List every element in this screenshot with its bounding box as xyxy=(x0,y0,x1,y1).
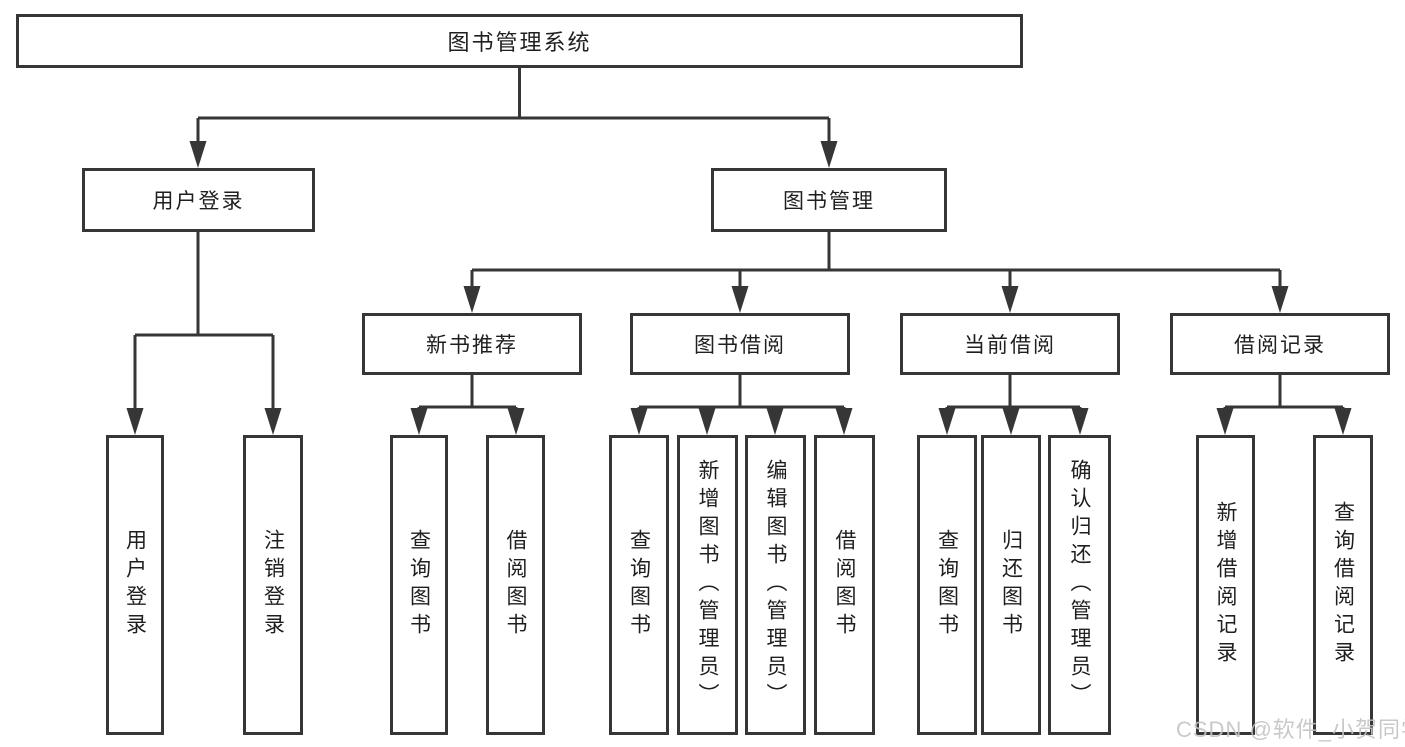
node-user-login: 用户登录 xyxy=(82,168,315,232)
leaf-current-search-label: 查询图书 xyxy=(935,529,959,641)
node-book-management-label: 图书管理 xyxy=(783,190,875,213)
leaf-borrow-add-book-label: 新增图书（管理员） xyxy=(696,459,719,711)
leaf-records-add-label: 新增借阅记录 xyxy=(1214,501,1237,669)
leaf-current-return-label: 归还图书 xyxy=(999,529,1023,641)
leaf-newbooks-search-label: 查询图书 xyxy=(407,529,431,641)
leaf-borrow-search-label: 查询图书 xyxy=(627,529,651,641)
leaf-borrow-add-book: 新增图书（管理员） xyxy=(677,435,738,735)
leaf-records-add: 新增借阅记录 xyxy=(1196,435,1255,735)
node-book-management: 图书管理 xyxy=(711,168,947,232)
leaf-current-confirm-return: 确认归还（管理员） xyxy=(1048,435,1111,735)
node-borrow-records-label: 借阅记录 xyxy=(1234,334,1326,357)
leaf-newbooks-search: 查询图书 xyxy=(390,435,448,735)
node-new-book-recommend-label: 新书推荐 xyxy=(426,334,518,357)
leaf-user-login-label: 用户登录 xyxy=(123,529,147,641)
node-user-login-label: 用户登录 xyxy=(152,190,245,213)
leaf-logout-label: 注销登录 xyxy=(261,529,285,641)
watermark: CSDN @软件_小贺同学 xyxy=(1176,717,1405,742)
node-current-borrow-label: 当前借阅 xyxy=(964,334,1056,357)
leaf-current-return: 归还图书 xyxy=(981,435,1041,735)
node-root: 图书管理系统 xyxy=(16,14,1023,68)
node-current-borrow: 当前借阅 xyxy=(900,313,1120,375)
leaf-records-search: 查询借阅记录 xyxy=(1313,435,1373,735)
leaf-borrow-borrow-book: 借阅图书 xyxy=(814,435,875,735)
leaf-newbooks-borrow-label: 借阅图书 xyxy=(504,529,527,641)
node-borrow-records: 借阅记录 xyxy=(1170,313,1390,375)
node-root-label: 图书管理系统 xyxy=(447,30,592,55)
leaf-borrow-search: 查询图书 xyxy=(609,435,669,735)
leaf-borrow-borrow-book-label: 借阅图书 xyxy=(833,529,856,641)
leaf-records-search-label: 查询借阅记录 xyxy=(1331,501,1355,669)
node-book-borrow: 图书借阅 xyxy=(630,313,850,375)
leaf-newbooks-borrow: 借阅图书 xyxy=(486,435,545,735)
leaf-current-confirm-return-label: 确认归还（管理员） xyxy=(1068,459,1091,711)
leaf-logout: 注销登录 xyxy=(243,435,303,735)
node-book-borrow-label: 图书借阅 xyxy=(694,334,786,357)
leaf-borrow-edit-book-label: 编辑图书（管理员） xyxy=(764,459,787,711)
leaf-user-login: 用户登录 xyxy=(106,435,164,735)
leaf-current-search: 查询图书 xyxy=(917,435,977,735)
leaf-borrow-edit-book: 编辑图书（管理员） xyxy=(745,435,806,735)
node-new-book-recommend: 新书推荐 xyxy=(362,313,582,375)
